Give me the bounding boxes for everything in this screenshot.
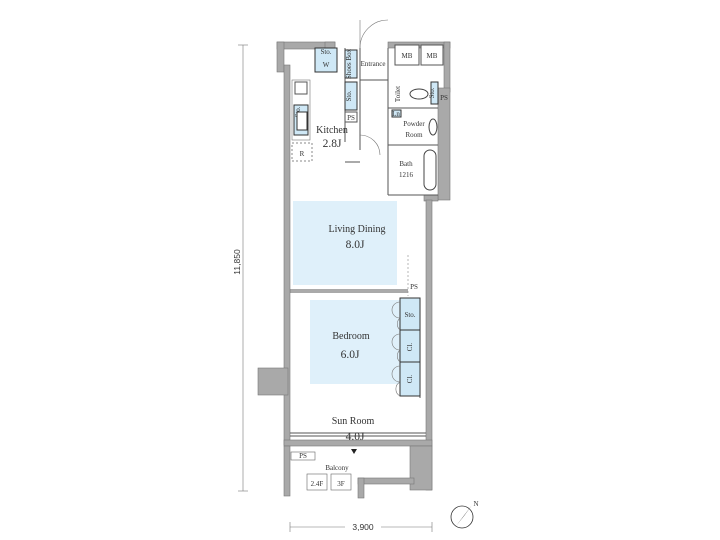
ps-kitchen-label: PS <box>347 114 355 122</box>
closet-1-label: Cl. <box>406 343 414 352</box>
toilet-storage <box>430 81 439 105</box>
washer-space <box>314 47 338 73</box>
bathtub-icon <box>423 149 437 191</box>
toilet-icon <box>409 88 429 100</box>
living-dining-area <box>293 201 397 285</box>
refrigerator-label: R <box>300 150 305 158</box>
ps-toilet-label: PS <box>440 94 448 102</box>
height-dimension-label: 11,850 <box>232 249 242 275</box>
aircon-unit-1 <box>306 473 328 491</box>
aircon-unit-2 <box>330 473 352 491</box>
ps-living-label: PS <box>410 283 418 291</box>
closet-doors[interactable] <box>391 301 401 397</box>
width-dimension: 3,900 <box>289 520 433 532</box>
bedroom-area <box>310 300 402 384</box>
living-dining-size: 8.0J <box>346 239 365 251</box>
entry-storage <box>344 81 358 111</box>
powder-room-label-2: Room <box>405 131 423 139</box>
north-arrow-icon: N <box>450 500 479 529</box>
washer-label: W <box>323 61 330 69</box>
aircon-1-label: 2.4F <box>311 480 324 488</box>
entry-storage-label: Sto. <box>345 90 353 101</box>
walls <box>257 41 451 499</box>
closet-2 <box>399 361 421 397</box>
toilet-label: Toilet <box>394 86 402 102</box>
aircon-2-label: 3F <box>337 480 345 488</box>
bath-size: 1216 <box>399 171 414 179</box>
meter-box-2 <box>420 44 444 66</box>
north-label: N <box>473 500 478 508</box>
closet-2-label: Cl. <box>406 375 414 384</box>
meter-box-1 <box>394 44 420 66</box>
linen-storage <box>391 109 402 118</box>
sun-room-size: 4.0J <box>346 431 365 443</box>
sun-room-label: Sun Room <box>332 416 375 427</box>
mb2-label: MB <box>427 52 438 60</box>
bedroom-label: Bedroom <box>332 331 369 342</box>
bedroom-size: 6.0J <box>341 349 360 361</box>
width-dimension-label: 3,900 <box>352 522 374 532</box>
powder-room-label: Powder <box>403 120 425 128</box>
living-dining-label: Living Dining <box>329 224 386 235</box>
balcony-label: Balcony <box>325 464 349 472</box>
mb1-label: MB <box>402 52 413 60</box>
sink-icon <box>296 111 308 131</box>
kitchen-door[interactable] <box>359 134 381 156</box>
toilet-storage-label: Sto. <box>428 87 436 98</box>
linen-label: Ln <box>392 110 400 118</box>
shoes-box-label: Shoes Box <box>345 48 353 79</box>
pipe-space-sun <box>290 451 316 461</box>
shoes-box <box>344 49 358 79</box>
entry-marker-icon <box>351 449 357 454</box>
entrance-label: Entrance <box>361 60 386 68</box>
washbasin-icon <box>428 118 438 136</box>
kitchen-size: 2.8J <box>323 138 342 150</box>
refrigerator-space <box>291 142 313 162</box>
kitchen-label: Kitchen <box>316 125 348 136</box>
height-dimension: 11,850 <box>232 44 248 492</box>
entrance-door[interactable] <box>359 19 389 49</box>
sto-w-label: Sto. <box>320 48 331 56</box>
bedroom-storage-label: Sto. <box>404 311 415 319</box>
stove-icon <box>294 81 308 95</box>
pipe-space-kitchen <box>344 111 358 123</box>
bath-label: Bath <box>399 160 413 168</box>
ps-sun-label: PS <box>299 452 307 460</box>
